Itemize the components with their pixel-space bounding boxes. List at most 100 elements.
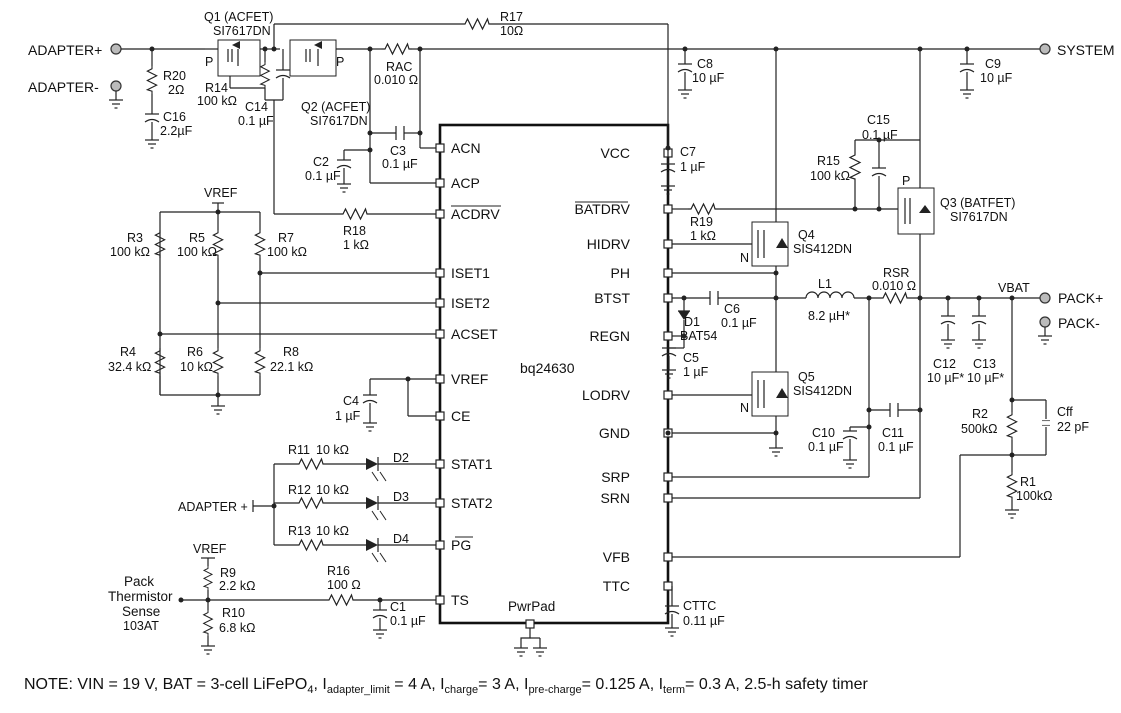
right-pin-box (663, 581, 673, 591)
left-pin-label: ACSET (451, 326, 498, 342)
q5-part: SIS412DN (793, 384, 852, 398)
r10-label: R10 (222, 606, 245, 620)
left-pin-box (435, 540, 445, 550)
left-pin-label: ISET1 (451, 265, 490, 281)
right-pin-label: SRP (601, 469, 630, 485)
pack-pos-terminal[interactable] (1039, 292, 1051, 304)
r1-label: R1 (1020, 475, 1036, 489)
r1-value: 100kΩ (1016, 489, 1052, 503)
c8-label: C8 (697, 57, 713, 71)
cff-value: 22 pF (1057, 420, 1089, 434)
c3-value: 0.1 µF (382, 157, 418, 171)
d2-led-icon (366, 458, 378, 470)
q4-part: SIS412DN (793, 242, 852, 256)
r3-value: 100 kΩ (110, 245, 150, 259)
c5-value: 1 µF (683, 365, 709, 379)
right-pin-box (663, 493, 673, 503)
left-pin-label: TS (451, 592, 469, 608)
right-pin-label: REGN (590, 328, 630, 344)
adapter-neg-terminal[interactable] (110, 80, 122, 92)
r3-label: R3 (127, 231, 143, 245)
q3-part: SI7617DN (950, 210, 1008, 224)
c4-label: C4 (343, 394, 359, 408)
right-pin-box (663, 472, 673, 482)
r15-value: 100 kΩ (810, 169, 850, 183)
q3-name: Q3 (BATFET) (940, 196, 1015, 210)
left-pin-box (435, 595, 445, 605)
d3-label: D3 (393, 490, 409, 504)
right-pin-label: VFB (603, 549, 630, 565)
l1-label: L1 (818, 277, 832, 291)
r17-label: R17 (500, 10, 523, 24)
left-pin-box (435, 329, 445, 339)
cttc-value: 0.11 µF (683, 614, 725, 628)
ic-body (438, 123, 670, 625)
right-pin-label: TTC (603, 578, 630, 594)
r9-value: 2.2 kΩ (219, 579, 255, 593)
left-pin-box (435, 268, 445, 278)
r11-label: R11 (288, 443, 310, 457)
left-pin-label: ISET2 (451, 295, 490, 311)
left-pin-label: PG (451, 537, 471, 553)
r19-label: R19 (690, 215, 713, 229)
c4-value: 1 µF (335, 409, 361, 423)
c2-label: C2 (313, 155, 329, 169)
cff-label: Cff (1057, 405, 1073, 419)
cttc-label: CTTC (683, 599, 716, 613)
left-pin-box (435, 498, 445, 508)
c1-label: C1 (390, 600, 406, 614)
r6-value: 10 kΩ (180, 360, 213, 374)
rsr-value: 0.010 Ω (872, 279, 916, 293)
left-pin-label: STAT1 (451, 456, 493, 472)
right-pin-box (663, 268, 673, 278)
ic-name: bq24630 (520, 360, 575, 376)
c16-value: 2.2µF (160, 124, 193, 138)
r13-label: R13 (288, 524, 311, 538)
vref-label-1: VREF (204, 186, 238, 200)
thermistor-part: 103AT (123, 619, 159, 633)
right-pin-label: SRN (600, 490, 630, 506)
q1-type: P (205, 55, 213, 69)
right-pin-label: GND (599, 425, 630, 441)
system-label: SYSTEM (1057, 42, 1115, 58)
c14-value: 0.1 µF (238, 114, 274, 128)
r8-label: R8 (283, 345, 299, 359)
rsr-label: RSR (883, 266, 909, 280)
r19-value: 1 kΩ (690, 229, 716, 243)
c1-value: 0.1 µF (390, 614, 426, 628)
r18-label: R18 (343, 224, 366, 238)
system-terminal[interactable] (1039, 43, 1051, 55)
c7-value: 1 µF (680, 160, 706, 174)
right-pin-box (663, 239, 673, 249)
adapter-neg-label: ADAPTER- (28, 79, 99, 95)
c8-value: 10 µF (692, 71, 725, 85)
r16-value: 100 Ω (327, 578, 361, 592)
r20-value: 2Ω (168, 83, 184, 97)
r8-value: 22.1 kΩ (270, 360, 313, 374)
c11-value: 0.1 µF (878, 440, 914, 454)
c12-label: C12 (933, 357, 956, 371)
right-pin-box (663, 331, 673, 341)
r15-label: R15 (817, 154, 840, 168)
pack-neg-terminal[interactable] (1039, 316, 1051, 328)
right-pin-label: BATDRV (575, 201, 631, 217)
thermistor-line3: Sense (122, 604, 160, 619)
r12-label: R12 (288, 483, 311, 497)
r11-value: 10 kΩ (316, 443, 349, 457)
adapter-pos-terminal[interactable] (110, 43, 122, 55)
thermistor-line1: Pack (124, 574, 154, 589)
c10-label: C10 (812, 426, 835, 440)
right-pins: VCCBATDRVHIDRVPHBTSTREGNLODRVGNDSRPSRNVF… (575, 145, 673, 594)
c11-label: C11 (882, 426, 904, 440)
d2-label: D2 (393, 451, 409, 465)
right-pin-label: LODRV (582, 387, 631, 403)
c14-label: C14 (245, 100, 268, 114)
left-pin-label: ACDRV (451, 206, 500, 222)
q2-name: Q2 (ACFET) (301, 100, 370, 114)
c12-value: 10 µF* (927, 371, 964, 385)
c6-label: C6 (724, 302, 740, 316)
r20-label: R20 (163, 69, 186, 83)
r9-label: R9 (220, 566, 236, 580)
adapter-stat-label: ADAPTER + (178, 500, 248, 514)
